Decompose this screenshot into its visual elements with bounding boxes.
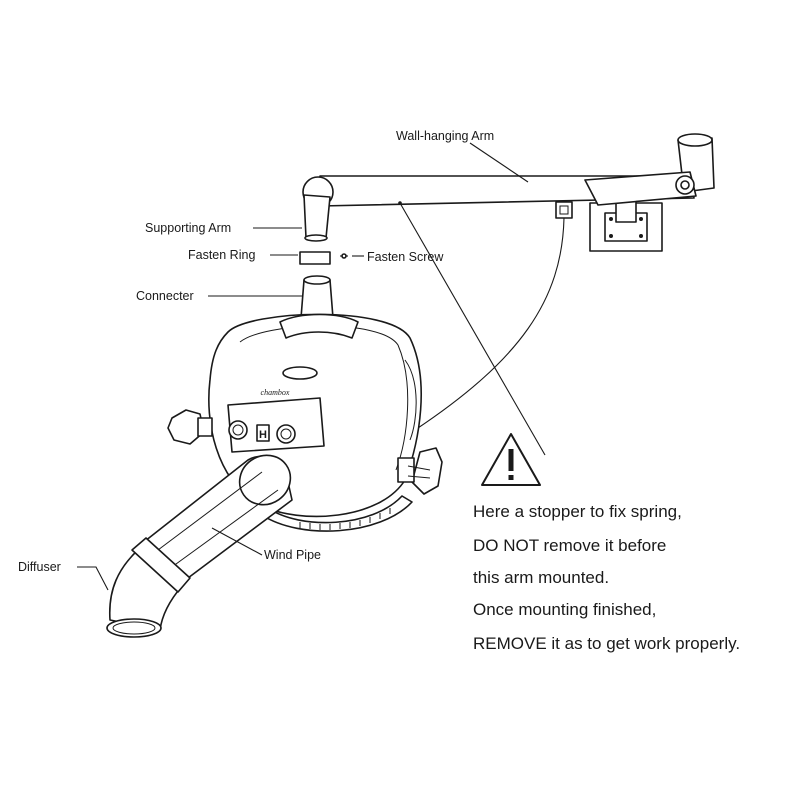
wall-hanging-arm: [302, 171, 697, 208]
warning-text: Here a stopper to fix spring, DO NOT rem…: [473, 502, 740, 653]
leader-lines: [77, 142, 546, 591]
label-wall-hanging-arm: Wall-hanging Arm: [396, 129, 494, 143]
spring-stopper: [414, 201, 573, 431]
brand-logo: chambox: [261, 388, 290, 397]
fasten-screw: [340, 253, 348, 259]
label-fasten-ring: Fasten Ring: [188, 248, 255, 262]
label-connecter: Connecter: [136, 289, 194, 303]
warning-triangle-icon: [481, 433, 541, 486]
warning-line-5: REMOVE it as to get work properly.: [473, 634, 740, 653]
left-adjust-knob: [167, 409, 213, 445]
label-wind-pipe: Wind Pipe: [264, 548, 321, 562]
warning-line-3: this arm mounted.: [473, 568, 609, 587]
label-fasten-screw: Fasten Screw: [367, 250, 444, 264]
warning-line-1: Here a stopper to fix spring,: [473, 502, 682, 521]
right-adjust-knob: [397, 447, 443, 495]
wind-pipe: [139, 454, 293, 585]
warning-line-4: Once mounting finished,: [473, 600, 656, 619]
fasten-ring: [299, 251, 331, 265]
warning-line-2: DO NOT remove it before: [473, 536, 666, 555]
wall-bracket: [589, 199, 663, 252]
connecter: [300, 275, 334, 319]
label-supporting-arm: Supporting Arm: [145, 221, 231, 235]
supporting-arm: [303, 194, 331, 242]
indicator-letter: H: [259, 429, 267, 441]
diffuser: [106, 537, 191, 638]
control-panel: H chambox: [227, 388, 325, 453]
label-diffuser: Diffuser: [18, 560, 61, 574]
